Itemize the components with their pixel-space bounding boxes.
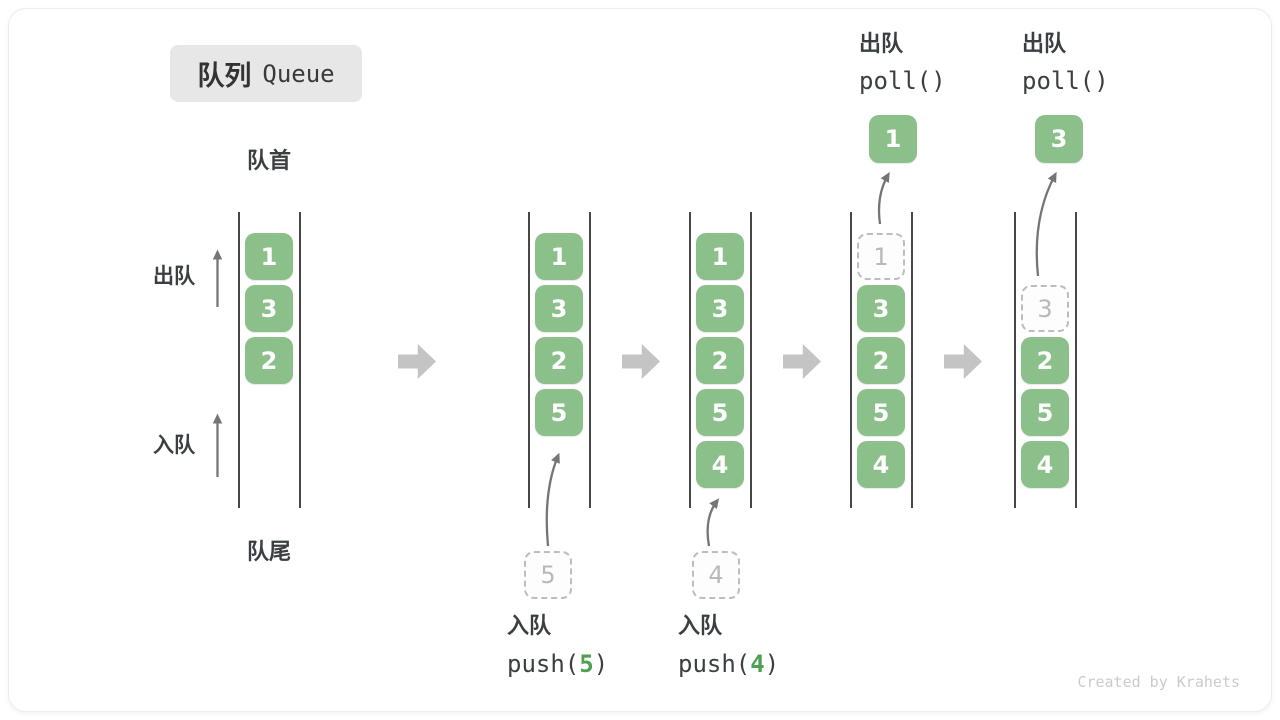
- dequeue-label: 出队: [153, 265, 195, 288]
- queue-item: 4: [857, 441, 905, 488]
- queue-wall: [850, 212, 852, 508]
- queue-item-ghost: 3: [1021, 285, 1069, 332]
- queue-wall: [238, 212, 240, 508]
- title-zh: 队列: [197, 61, 252, 91]
- poll-operation-2: 出队 poll(): [1022, 31, 1109, 95]
- queue-item: 2: [535, 337, 583, 384]
- poll-code: poll(): [1022, 67, 1109, 95]
- push-code: push(4): [678, 650, 780, 678]
- queue-wall: [528, 212, 530, 508]
- queue-item: 2: [857, 337, 905, 384]
- push-label: 入队: [678, 613, 723, 638]
- poll-code: poll(): [859, 67, 946, 95]
- queue-rear-label: 队尾: [246, 539, 291, 564]
- push-arg: 4: [750, 650, 765, 678]
- watermark: Created by Krahets: [1077, 673, 1240, 691]
- push-code: push(5): [507, 650, 609, 678]
- push-arg: 5: [579, 650, 594, 678]
- queue-wall: [689, 212, 691, 508]
- queue-item: 3: [245, 285, 293, 332]
- push-label: 入队: [507, 613, 552, 638]
- title-en: Queue: [262, 59, 335, 88]
- queue-wall: [750, 212, 752, 508]
- queue-item: 3: [857, 285, 905, 332]
- queue-wall: [1014, 212, 1016, 508]
- queue-item: 5: [1021, 389, 1069, 436]
- queue-item: 4: [696, 441, 744, 488]
- enqueue-label: 入队: [153, 434, 195, 457]
- queue-item: 5: [535, 389, 583, 436]
- queue-item: 1: [245, 233, 293, 280]
- queue-item: 1: [535, 233, 583, 280]
- queue-wall: [1075, 212, 1077, 508]
- queue-front-label: 队首: [246, 148, 291, 173]
- push-ghost-box: 5: [524, 551, 572, 599]
- push-operation-2: 入队 push(4): [678, 613, 780, 678]
- poll-operation-1: 出队 poll(): [859, 31, 946, 95]
- poll-label: 出队: [859, 31, 904, 56]
- queue-item: 4: [1021, 441, 1069, 488]
- push-operation-1: 入队 push(5): [507, 613, 609, 678]
- queue-item-ghost: 1: [857, 233, 905, 280]
- poll-result-box: 3: [1035, 115, 1083, 163]
- queue-item: 5: [696, 389, 744, 436]
- queue-item: 3: [696, 285, 744, 332]
- queue-item: 3: [535, 285, 583, 332]
- queue-item: 2: [1021, 337, 1069, 384]
- queue-wall: [589, 212, 591, 508]
- queue-wall: [911, 212, 913, 508]
- queue-item: 5: [857, 389, 905, 436]
- title-badge: 队列 Queue: [170, 45, 362, 102]
- poll-label: 出队: [1022, 31, 1067, 56]
- queue-wall: [299, 212, 301, 508]
- push-ghost-box: 4: [692, 551, 740, 599]
- queue-item: 2: [245, 337, 293, 384]
- poll-result-box: 1: [869, 115, 917, 163]
- queue-item: 1: [696, 233, 744, 280]
- queue-item: 2: [696, 337, 744, 384]
